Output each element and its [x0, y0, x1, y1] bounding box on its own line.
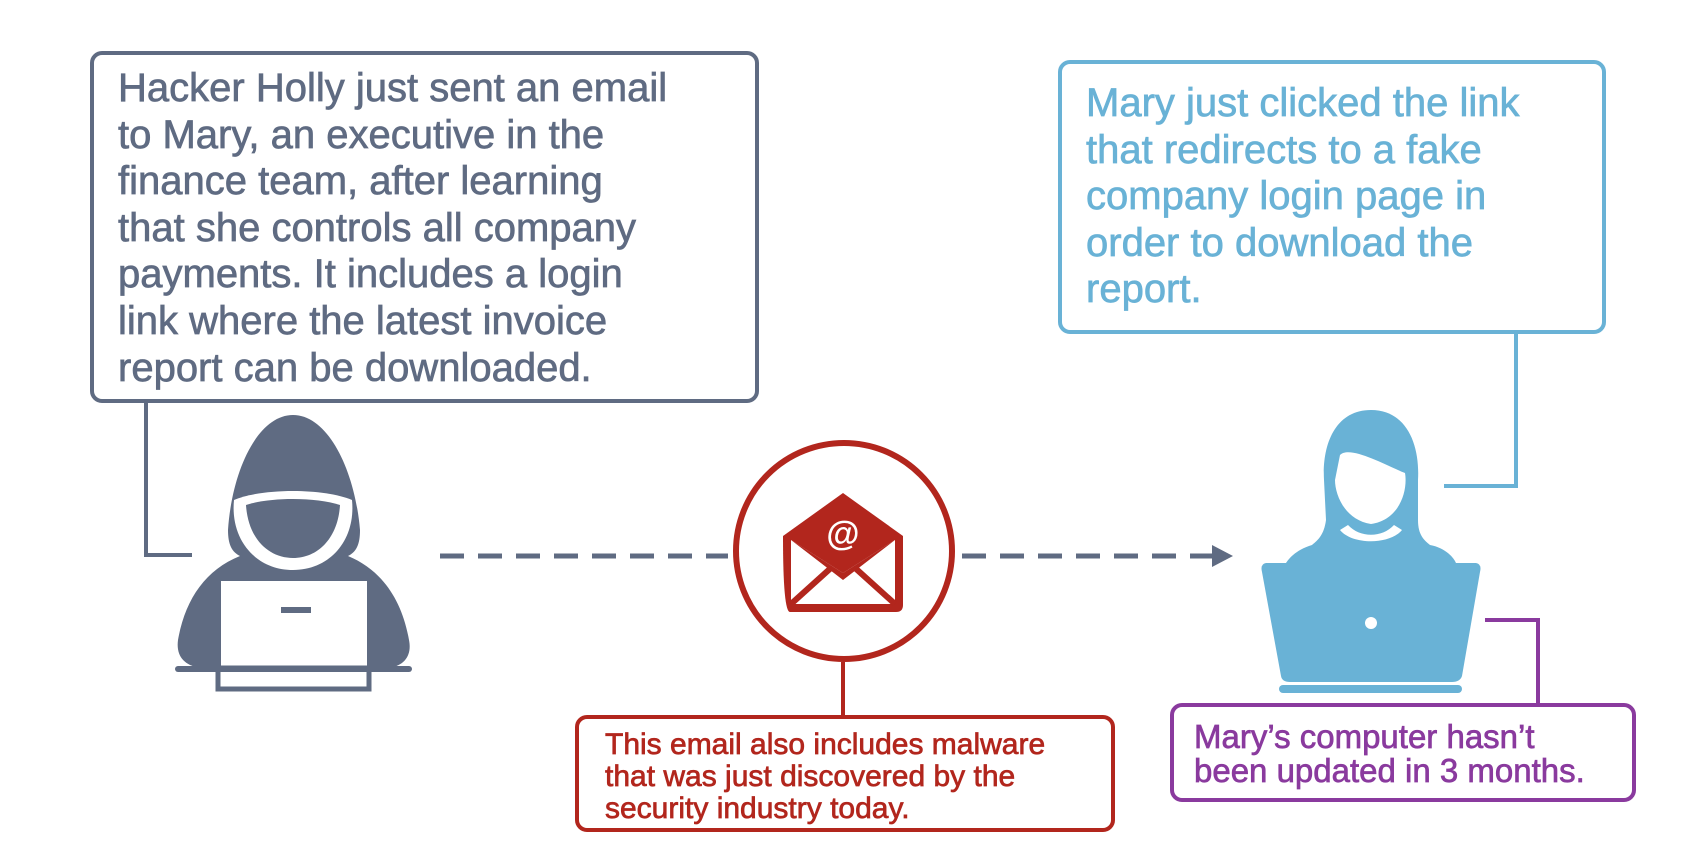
mary-connector [1444, 334, 1518, 488]
mary-icon [1261, 410, 1481, 693]
computer-caption-box: Mary’s computer hasn’t been updated in 3… [1170, 703, 1636, 802]
email-caption-box: This email also includes malware that wa… [575, 715, 1115, 832]
caption-line: security industry today. [605, 792, 910, 825]
hacker-caption-box: Hacker Holly just sent an email to Mary,… [90, 51, 759, 403]
caption-line: report. [1086, 267, 1202, 312]
caption-line: This email also includes malware [605, 728, 1046, 761]
caption-line: order to download the [1086, 220, 1474, 265]
hacker-connector [144, 403, 192, 557]
caption-line: company login page in [1086, 174, 1487, 219]
arrowhead-icon [1212, 545, 1233, 567]
caption-line: to Mary, an executive in the [118, 112, 605, 157]
mary-caption-box: Mary just clicked the link that redirect… [1058, 60, 1606, 334]
email-icon: @ [733, 440, 955, 662]
caption-line: that was just discovered by the [605, 760, 1016, 793]
at-symbol: @ [826, 515, 859, 553]
computer-connector [1485, 618, 1540, 703]
caption-line: Mary’s computer hasn’t [1194, 718, 1535, 755]
caption-line: that redirects to a fake [1086, 127, 1482, 172]
hacker-icon [175, 415, 412, 692]
caption-line: link where the latest invoice [118, 298, 608, 344]
caption-line: payments. It includes a login [118, 252, 623, 297]
caption-line: finance team, after learning [118, 159, 603, 204]
caption-line: Hacker Holly just sent an email [118, 66, 668, 111]
caption-line: been updated in 3 months. [1194, 752, 1585, 789]
caption-line: report can be downloaded. [118, 345, 592, 390]
caption-line: that she controls all company [118, 205, 637, 250]
caption-line: Mary just clicked the link [1086, 81, 1520, 126]
